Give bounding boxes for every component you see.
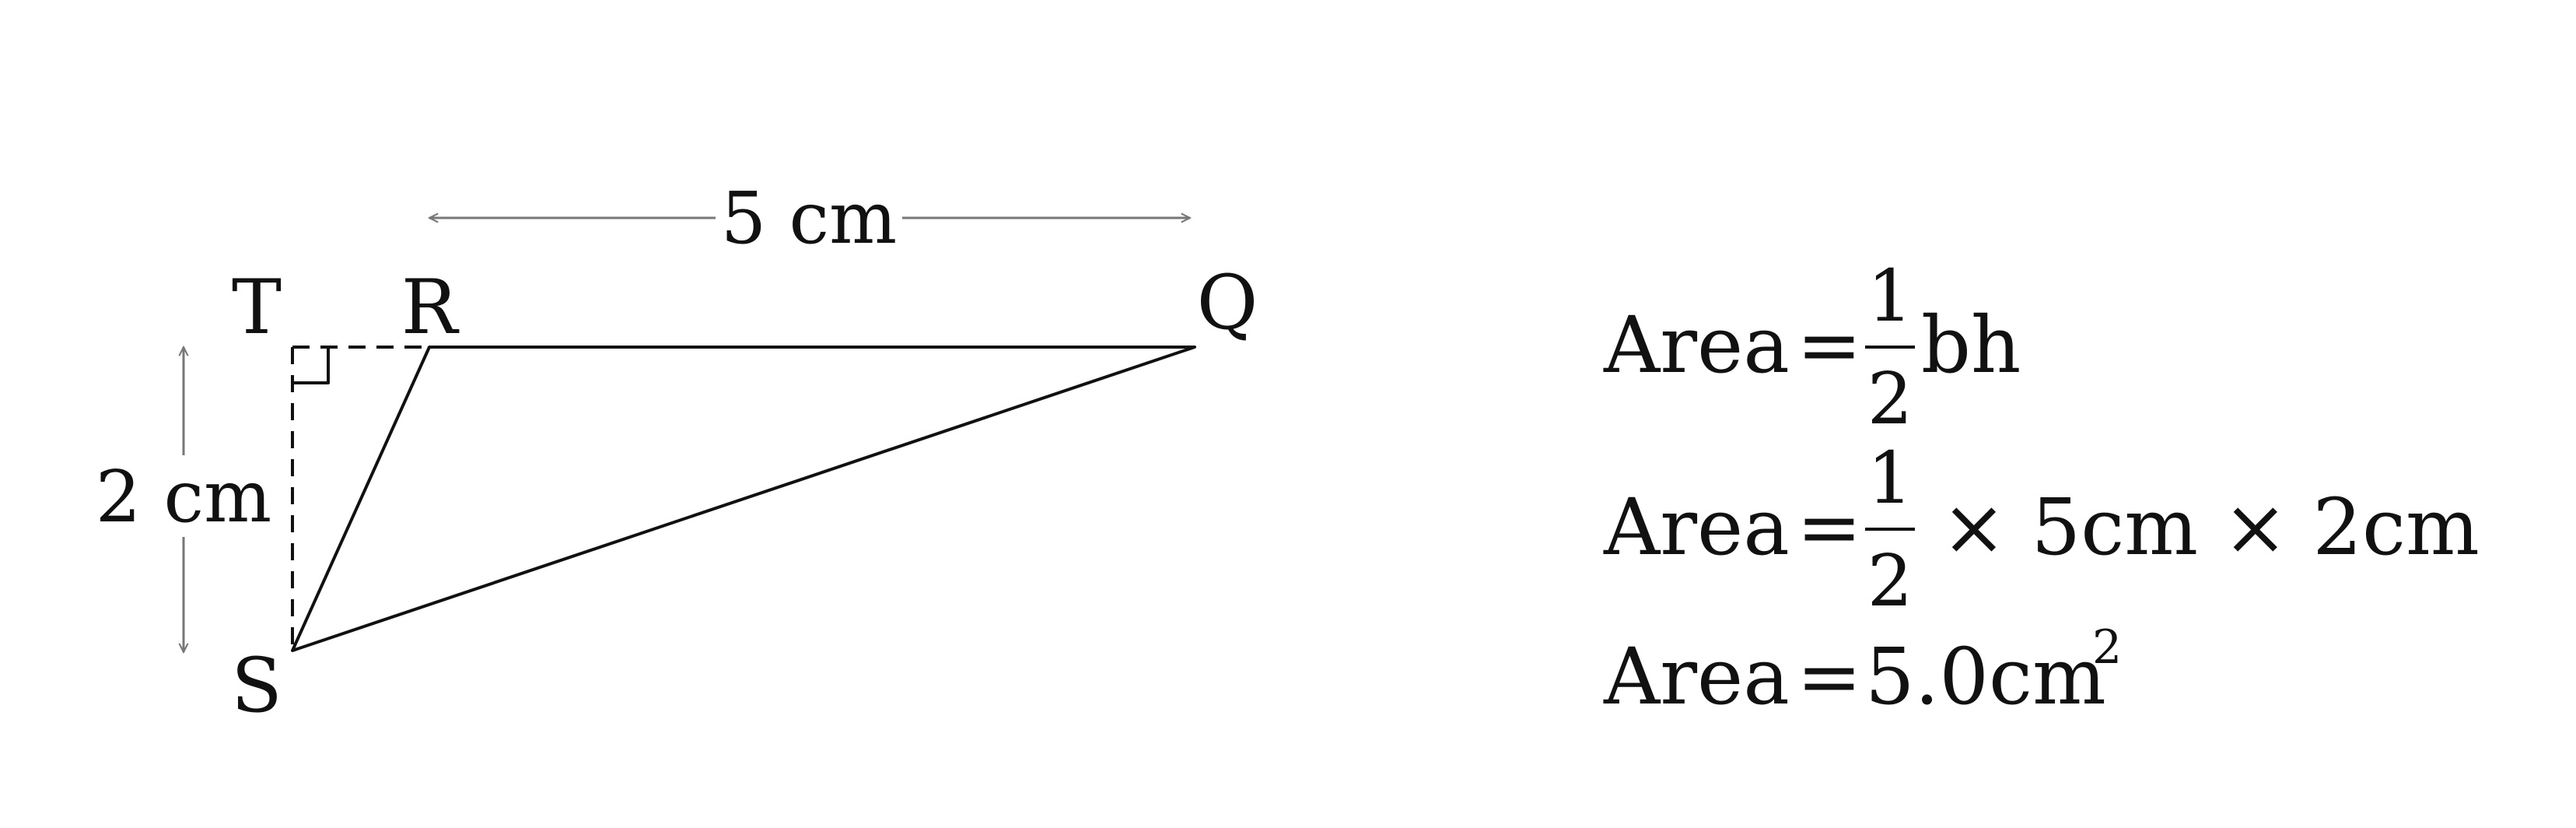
eq1-frac-den: 2: [1867, 357, 1913, 440]
equation-line-3: Area = 5.0cm 2: [1603, 620, 2122, 722]
base-dimension-label: 5 cm: [721, 177, 898, 260]
eq1-rest: bh: [1921, 300, 2021, 391]
area-equations: Area = 1 2 bh Area = 1 2 × 5cm × 2cm Are…: [1603, 254, 2480, 722]
eq2-frac-den: 2: [1867, 539, 1913, 623]
eq3-lhs: Area: [1603, 631, 1790, 722]
eq2-equals: =: [1797, 482, 1862, 573]
triangle-qrs: [291, 346, 1196, 652]
vertex-label-t: T: [232, 264, 282, 351]
eq1-frac-num: 1: [1867, 254, 1913, 338]
equation-line-2: Area = 1 2 × 5cm × 2cm: [1603, 437, 2480, 623]
eq3-exponent: 2: [2092, 620, 2122, 675]
height-dimension-label: 2 cm: [96, 455, 272, 539]
equation-line-1: Area = 1 2 bh: [1603, 254, 2021, 440]
triangle-diagram: 5 cm 2 cm T R Q S: [96, 177, 1258, 729]
right-angle-marker: [292, 347, 330, 384]
eq3-value: 5.0cm: [1865, 631, 2106, 722]
eq1-lhs: Area: [1603, 300, 1790, 391]
vertex-label-r: R: [401, 264, 460, 351]
vertex-label-q: Q: [1197, 259, 1258, 346]
eq2-lhs: Area: [1603, 482, 1790, 573]
eq1-equals: =: [1797, 300, 1862, 391]
eq2-rest: × 5cm × 2cm: [1941, 482, 2480, 573]
eq3-equals: =: [1797, 631, 1862, 722]
eq2-frac-num: 1: [1867, 437, 1913, 520]
vertex-label-s: S: [231, 642, 282, 729]
